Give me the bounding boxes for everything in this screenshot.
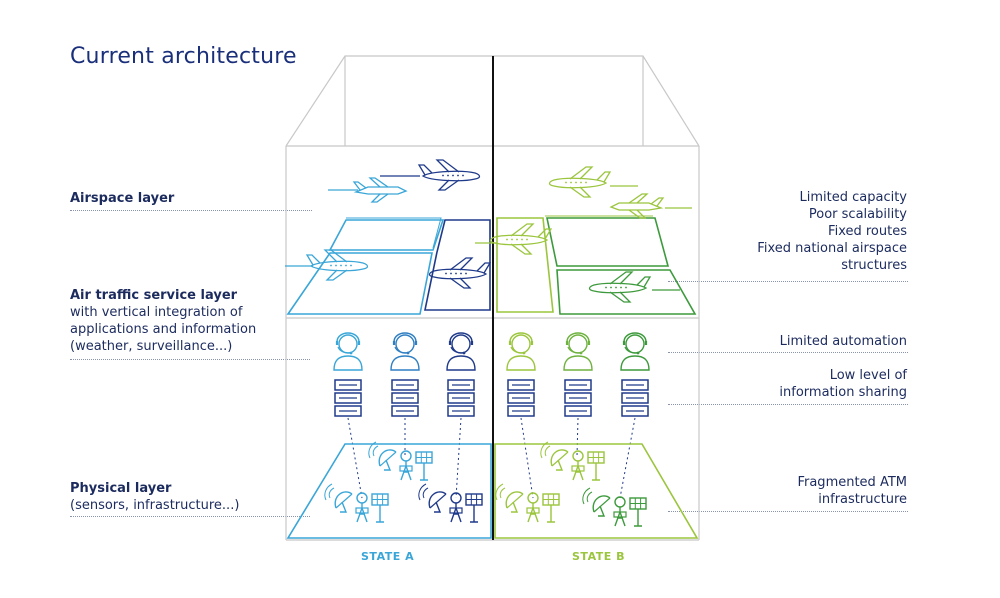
state-a-label: STATE A <box>361 550 415 563</box>
automation-issue-label: Limited automation <box>779 334 907 349</box>
radar-dish-icon <box>324 483 389 523</box>
server-stack-icon <box>334 379 362 417</box>
airspace-issues-leader <box>668 281 908 282</box>
airspace-issues-label: Limited capacity Poor scalability Fixed … <box>757 190 907 273</box>
controller-headset-icon <box>389 331 421 372</box>
physical-issue-leader <box>668 511 908 512</box>
airplane-icon <box>428 257 491 289</box>
physical-layer-label: Physical layer (sensors, infrastructure.… <box>70 481 240 513</box>
ats-layer-leader <box>70 359 310 360</box>
physical-layer-leader <box>70 516 310 517</box>
physical-issue-label: Fragmented ATM infrastructure <box>797 475 907 507</box>
airplane-icon <box>418 159 481 191</box>
radar-dish-icon <box>368 441 433 481</box>
physical-ground-state-a <box>286 443 492 539</box>
server-stack-icon <box>391 379 419 417</box>
controller-headset-icon <box>505 331 537 372</box>
radar-dish-icon <box>495 483 560 523</box>
controller-headset-icon <box>445 331 477 372</box>
data-connectors <box>347 417 636 499</box>
radar-dish-icon <box>418 483 483 523</box>
airspace-layer-leader <box>70 210 312 211</box>
physical-ground-state-b <box>494 443 699 539</box>
controller-headset-icon <box>619 331 651 372</box>
ats-layer-label: Air traffic service layer with vertical … <box>70 288 257 354</box>
automation-issue-leader <box>668 352 908 353</box>
airspace-sectors-state-b <box>496 215 697 315</box>
radar-dish-icon <box>582 487 647 527</box>
airplane-icon <box>548 166 611 198</box>
flight-trails <box>285 175 692 291</box>
server-stack-icon <box>447 379 475 417</box>
airspace-layer-label: Airspace layer <box>70 191 175 206</box>
airspace-sectors-state-a <box>286 217 491 315</box>
airplane-icon <box>610 193 664 219</box>
sharing-issue-label: Low level of information sharing <box>779 368 907 400</box>
radar-dish-icon <box>540 441 605 481</box>
server-stack-icon <box>621 379 649 417</box>
controller-headset-icon <box>332 331 364 372</box>
airplane-icon <box>588 271 651 303</box>
server-stack-icon <box>564 379 592 417</box>
sharing-issue-leader <box>668 404 908 405</box>
airplane-icon <box>306 249 369 281</box>
airplane-icon <box>489 223 552 255</box>
airplane-icon <box>353 177 407 203</box>
page-title: Current architecture <box>70 44 297 69</box>
controller-headset-icon <box>562 331 594 372</box>
server-stack-icon <box>507 379 535 417</box>
state-b-label: STATE B <box>572 550 625 563</box>
